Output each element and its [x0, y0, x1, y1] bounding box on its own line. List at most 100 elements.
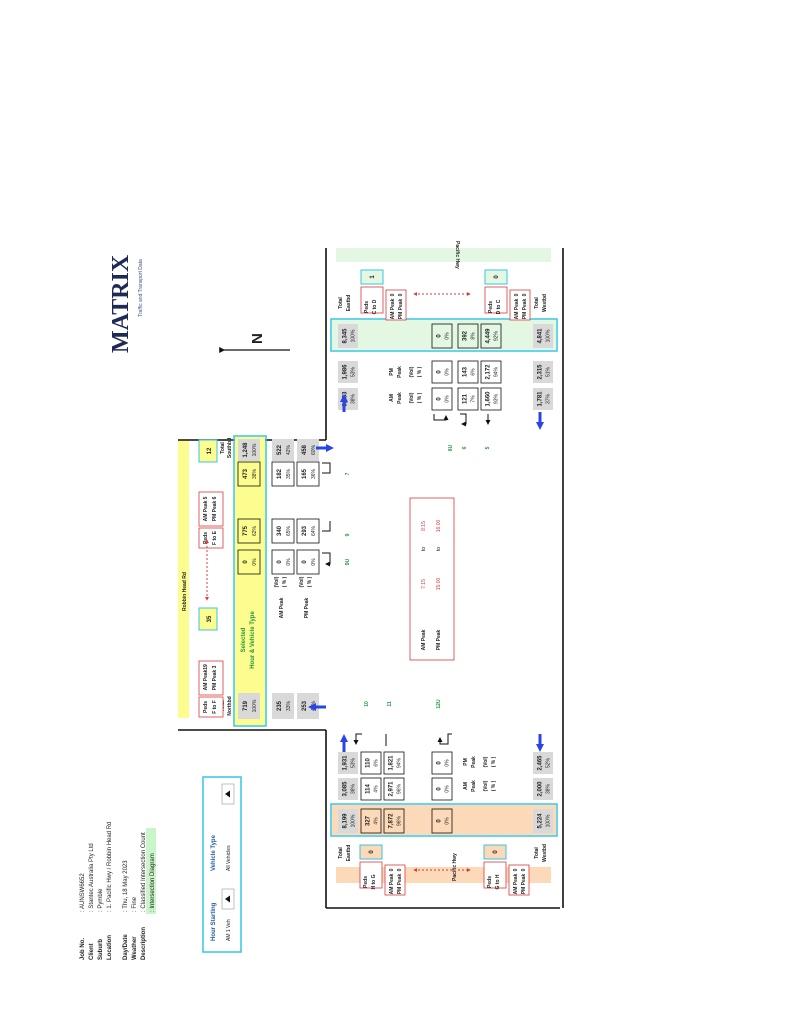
- svg-text:Vehicle Type: Vehicle Type: [211, 834, 217, 871]
- south-am-uturn-pct: 0%: [286, 558, 292, 566]
- header-value: : 1. Pacific Hwy / Robbin Head Rd: [107, 822, 113, 912]
- peds-f-to-f-am: 19: [203, 664, 209, 670]
- road-name-south: Robbin Head Rd: [182, 572, 188, 611]
- legend-peak: Peak: [471, 780, 477, 792]
- west-pm-right-pct: 6%: [373, 759, 379, 767]
- east-pm-uturn-value: 0: [436, 370, 442, 374]
- legend-vol: (Vol): [483, 780, 489, 791]
- road-name-west: Pacific Hwy: [452, 853, 458, 881]
- west-am-right-pct: 4%: [373, 785, 379, 793]
- east-frame: [330, 318, 558, 352]
- west-out-am-value: 2,000: [537, 781, 543, 797]
- west-pm-thru-value: 1,821: [388, 755, 394, 771]
- peds-h-to-g-sub: H to G: [371, 874, 377, 889]
- south-out-arrow-icon: [316, 444, 334, 452]
- hour-dropdown[interactable]: [221, 888, 235, 910]
- south-pm-right-value: 293: [302, 525, 308, 536]
- peds-g-to-h-sub: G to H: [495, 874, 501, 889]
- west-thru-pct: 96%: [396, 815, 402, 826]
- peds-c-to-d-pm-label: PM Peak: [398, 299, 404, 320]
- east-uturn-arrow: [433, 414, 449, 421]
- west-am-right-value: 114: [365, 784, 371, 794]
- west-am-total-pct: 38%: [350, 783, 356, 794]
- movement-id: 7: [345, 472, 351, 475]
- header-value: : Classified Intersection Count: [141, 832, 147, 912]
- south-pm-left-value: 165: [302, 468, 308, 479]
- header-value: : Pymble: [98, 888, 104, 912]
- peds-f-to-e-value-box: [198, 439, 218, 463]
- peds-h-to-g-pm-label: PM Peak: [397, 874, 403, 895]
- peds-f-to-f-sub: F to F: [212, 700, 218, 714]
- peak-to: to: [421, 547, 427, 551]
- south-northbd-total-pct: 100%: [252, 699, 258, 712]
- peak-pm-label: PM Peak: [436, 630, 442, 651]
- peds-h-to-g-pm: 0: [397, 868, 403, 871]
- legend-pct: ( % ): [417, 366, 423, 377]
- selected-subtitle: Hour & Vehicle Type: [250, 611, 256, 669]
- east-in-total-value: 4,841: [537, 328, 543, 344]
- peds-d-to-c-title: Peds: [488, 301, 494, 313]
- peds-f-to-e-am: 5: [203, 496, 209, 499]
- south-in-arrow-icon: [308, 703, 326, 711]
- west-uturn-pct: 0%: [444, 817, 450, 825]
- east-in-total-pct: 100%: [545, 329, 551, 342]
- movement-id: 12U: [436, 699, 442, 709]
- west-am-uturn-value: 0: [436, 787, 442, 791]
- peds-h-to-g-title: Peds: [363, 876, 369, 888]
- east-total-sub: Eastbd: [346, 295, 352, 312]
- east-am-uturn-value: 0: [436, 397, 442, 401]
- peak-pm-to: 16:00: [436, 520, 442, 533]
- south-southbd-label: Total: [220, 442, 226, 454]
- legend-pct: ( % ): [282, 576, 288, 587]
- south-uturn-pct: 0%: [252, 558, 258, 566]
- east-left-pct: 8%: [470, 332, 476, 340]
- peak-am-label: AM Peak: [421, 629, 427, 650]
- peds-g-to-h-pm-label: PM Peak: [521, 874, 527, 895]
- header-label: Weather: [132, 936, 138, 960]
- peds-g-to-h-title: Peds: [487, 876, 493, 888]
- south-am-sb-pct: 42%: [286, 444, 292, 455]
- east-pm-thru-value: 2,172: [485, 364, 491, 380]
- peak-am-from: 7:15: [421, 579, 427, 589]
- east-thru-pct: 92%: [493, 330, 499, 341]
- header-value: : Stantec Australia Pty Ltd: [89, 843, 95, 912]
- legend-pm: PM: [463, 758, 469, 766]
- east-total-value: 8,345: [342, 328, 348, 344]
- header-label: Day/Date: [123, 934, 129, 960]
- peds-g-to-h-pm: 0: [521, 868, 527, 871]
- west-out-total-value: 5,224: [537, 813, 543, 829]
- header-value: : Fine: [132, 896, 138, 912]
- west-westbd-label: Total: [534, 847, 540, 859]
- legend-pct: ( % ): [491, 756, 497, 767]
- vehicle-dropdown[interactable]: [221, 783, 235, 805]
- south-uturn-arrow: [322, 552, 331, 567]
- west-in-arrow-icon: [340, 734, 348, 752]
- west-pm-total-pct: 53%: [350, 757, 356, 768]
- east-road-band: [336, 248, 551, 262]
- west-total-sub: Eastbd: [346, 845, 352, 862]
- east-out-arrow-icon: [536, 412, 544, 430]
- west-frame: [330, 803, 558, 837]
- header-label: Location: [107, 935, 113, 960]
- west-total-value: 8,199: [342, 813, 348, 829]
- svg-text:MATRIX: MATRIX: [108, 254, 134, 353]
- peds-d-to-c-am: 0: [514, 293, 520, 296]
